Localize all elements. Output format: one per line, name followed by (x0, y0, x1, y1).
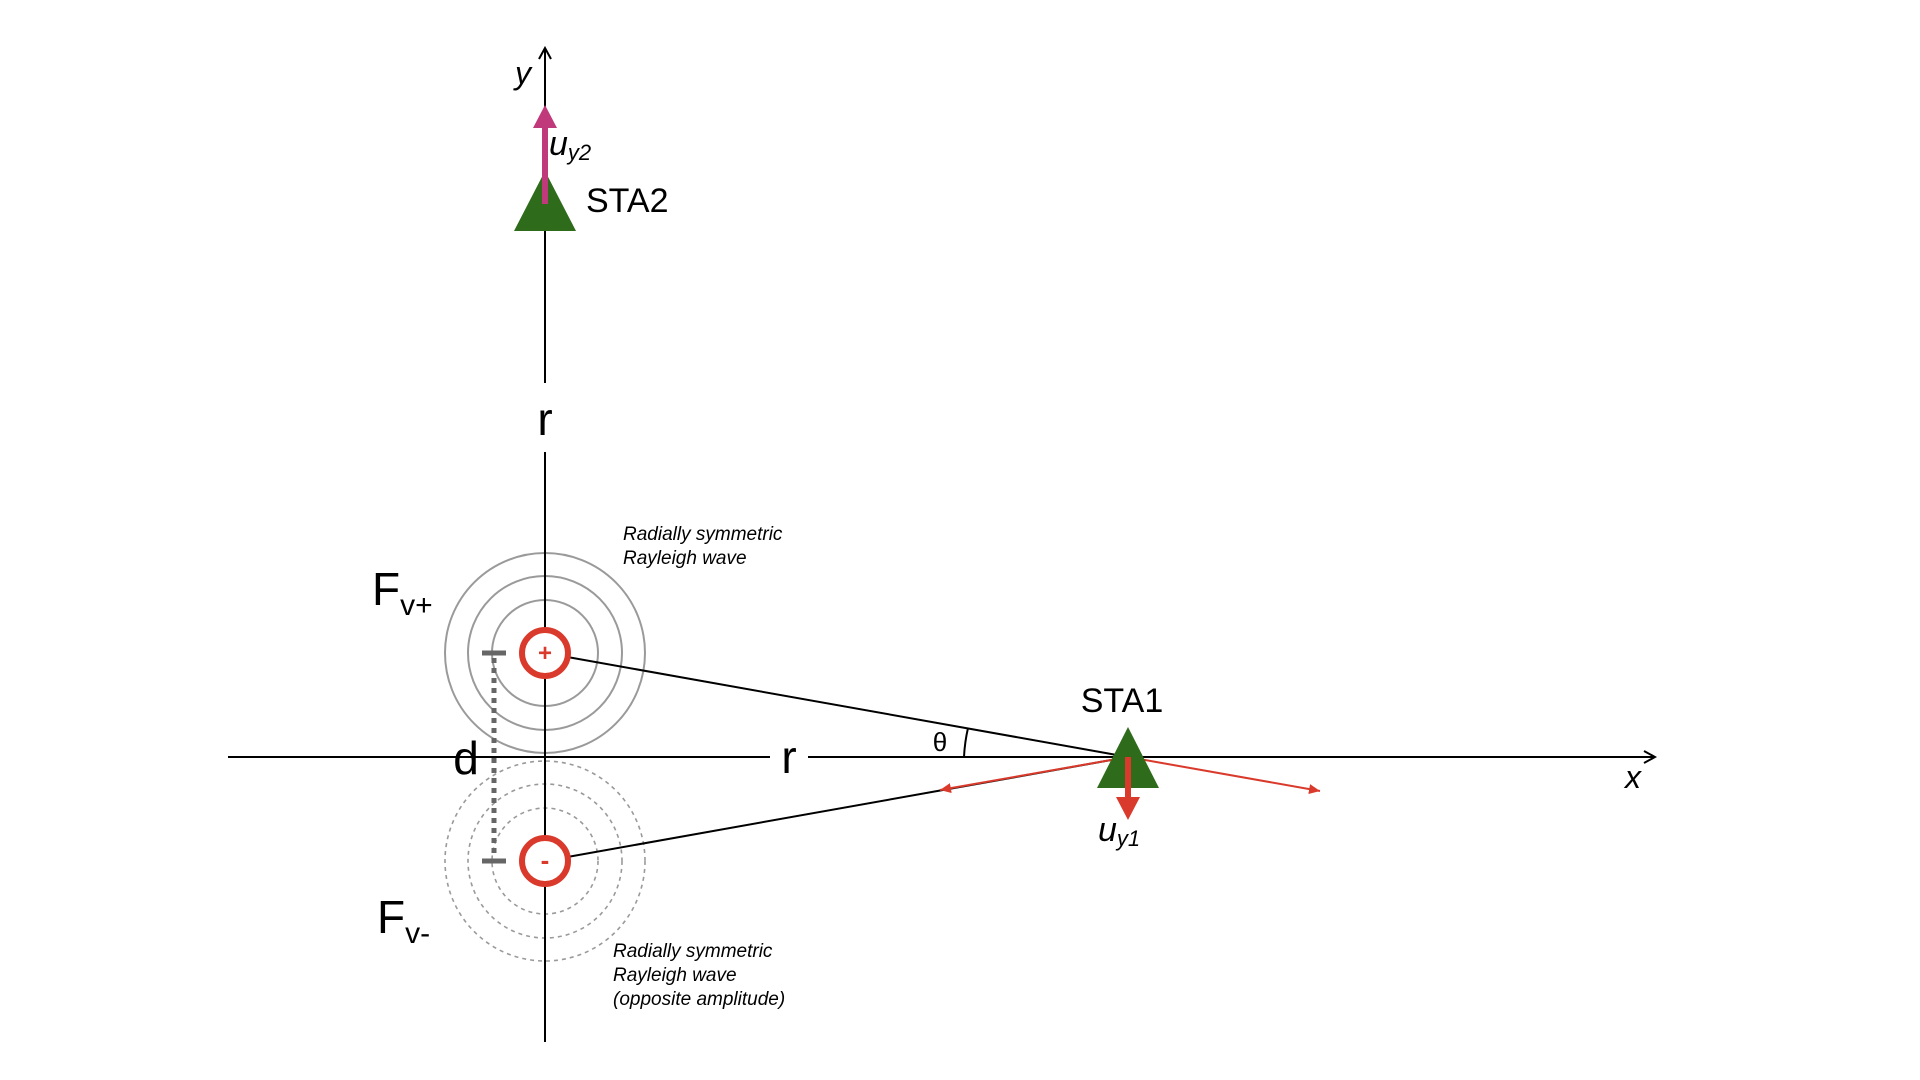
negative-source-symbol: - (541, 845, 550, 875)
positive-source-label-sub: v+ (400, 589, 433, 622)
ray-positive-to-sta1 (544, 652, 1129, 758)
positive-source-note: Radially symmetric Rayleigh wave (623, 524, 783, 569)
positive-source-label-main: F (372, 563, 400, 615)
uy1-label-main: u (1098, 811, 1117, 849)
sta2-label: STA2 (586, 182, 669, 220)
positive-source-label: Fv+ (372, 563, 433, 622)
uy2-label-sub: y2 (566, 140, 591, 165)
sta1-label: STA1 (1081, 682, 1164, 720)
negative-source-label-sub: v- (405, 917, 430, 950)
negative-source-label-main: F (377, 891, 405, 943)
uy2-label: uy2 (549, 125, 591, 165)
negative-note-line2: Rayleigh wave (613, 965, 737, 986)
negative-note-line1: Radially symmetric (613, 941, 773, 962)
positive-note-line2: Rayleigh wave (623, 548, 747, 569)
d-spacing-marker (482, 650, 506, 864)
negative-note-line3: (opposite amplitude) (613, 989, 785, 1010)
theta-arc (963, 727, 969, 758)
uy1-arrow (1116, 757, 1140, 820)
positive-note-line1: Radially symmetric (623, 524, 783, 545)
negative-source-label: Fv- (377, 891, 430, 950)
theta-label: θ (933, 727, 947, 757)
r-label-horizontal: r (781, 731, 796, 783)
uy2-arrow (533, 105, 557, 204)
uy1-label: uy1 (1098, 811, 1140, 851)
wave-ring (444, 760, 646, 962)
d-label: d (453, 732, 479, 784)
positive-source: + (519, 627, 571, 679)
negative-source-note: Radially symmetric Rayleigh wave (opposi… (613, 941, 785, 1010)
positive-source-symbol: + (538, 640, 552, 667)
sta1-radiation-arrows (939, 756, 1321, 795)
y-axis-label: y (513, 55, 533, 91)
x-axis-label: x (1623, 759, 1642, 795)
r-label-vertical: r (537, 393, 552, 445)
negative-source: - (519, 835, 571, 887)
uy2-label-main: u (549, 125, 568, 163)
uy1-label-sub: y1 (1115, 826, 1140, 851)
